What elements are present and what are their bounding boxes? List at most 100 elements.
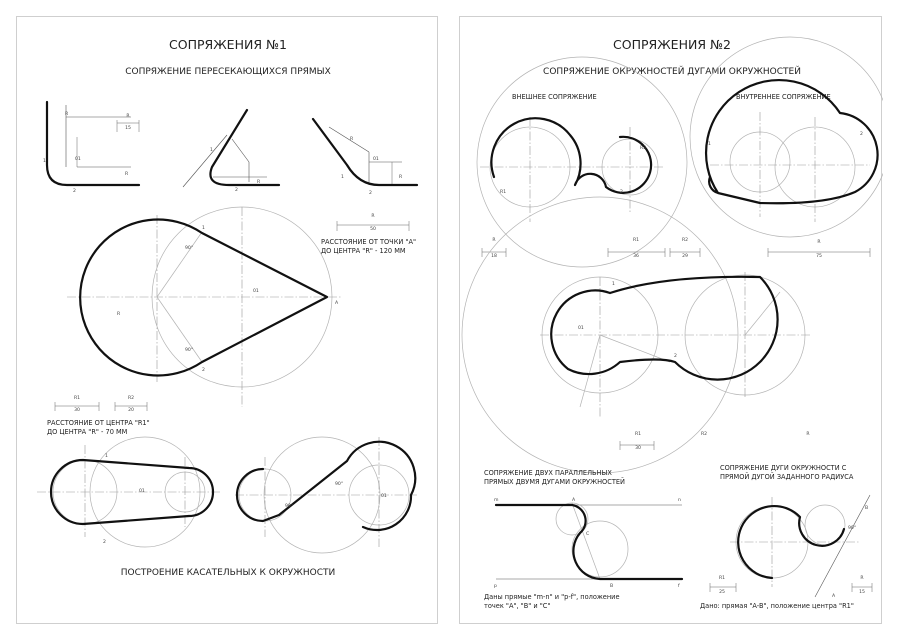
main-label-r: R: [117, 311, 121, 317]
dim-arc-r-label: R: [860, 575, 864, 581]
main-label-2: 2: [202, 367, 205, 373]
label-o1: 01: [75, 156, 81, 162]
obtuse-label-o1: 01: [373, 156, 379, 162]
note-r1-line1: РАССТОЯНИЕ ОТ ЦЕНТРА "R1": [47, 419, 150, 427]
cross-label-o1: 01: [381, 493, 387, 499]
main-label-90-bottom: 90°: [185, 347, 193, 353]
arc-label-90: 90°: [848, 525, 856, 531]
given-lines-2: точек "А", "В" и "С": [484, 602, 550, 610]
arc-label-b: B: [865, 505, 868, 511]
internal-tangent: 90° 90° 01: [235, 436, 417, 554]
dim-big-r: R 50: [336, 213, 410, 232]
dim-arc-r1-value: 25: [719, 589, 725, 595]
obtuse-label-r: R: [399, 174, 403, 180]
arc-dims: R1 25 R 15: [709, 575, 873, 595]
label-2: 2: [73, 188, 76, 194]
obtuse-label-2: 2: [369, 190, 372, 196]
note-a-line2: ДО ЦЕНТРА "R" - 120 ММ: [321, 247, 406, 255]
par-label-n: n: [678, 498, 681, 503]
arc-label-a: A: [832, 593, 836, 599]
par-label-p: p: [494, 584, 497, 589]
dim-r-label: R: [126, 113, 130, 119]
fillet-right-angle: R 01 1 2 R R 15: [43, 100, 141, 194]
parallel-line2: ПРЯМЫХ ДВУМЯ ДУГАМИ ОКРУЖНОСТЕЙ: [484, 477, 625, 486]
dim-big-r-value: 50: [370, 226, 376, 232]
dim-r2-label: R2: [128, 395, 134, 401]
left-sheet-drawing: СОПРЯЖЕНИЯ №1 СОПРЯЖЕНИЕ ПЕРЕСЕКАЮЩИХСЯ …: [37, 37, 419, 578]
note-r1-line2: ДО ЦЕНТРА "R" - 70 ММ: [47, 428, 128, 436]
dim-mid-r-label: R: [806, 431, 810, 437]
right-title: СОПРЯЖЕНИЯ №2: [613, 37, 731, 52]
acute-label-2: 2: [235, 187, 238, 193]
belt-label-1: 1: [105, 453, 108, 459]
tangent-from-point: 1 2 A 01 R 90° 90°: [67, 206, 342, 407]
dim-r1-value: 30: [74, 407, 80, 413]
dim-int-r-label: R: [817, 239, 821, 245]
par-label-c: C: [586, 531, 589, 537]
given-lines-1: Даны прямые "m-n" и "p-f", положение: [484, 593, 620, 601]
given-arc: Дано: прямая "A-B", положение центра "R1…: [700, 602, 854, 610]
dim-r1-r2: R1 30 R2 20: [54, 395, 148, 413]
internal-label: ВНУТРЕННЕЕ СОПРЯЖЕНИЕ: [736, 93, 831, 101]
fillet-obtuse-angle: 01 1 2 R R: [311, 117, 419, 196]
left-title: СОПРЯЖЕНИЯ №1: [169, 37, 287, 52]
obtuse-label-1: 1: [341, 174, 344, 180]
ext-label-r2: R2: [640, 145, 646, 151]
top-dims-row: R 18 R1 36 R2 29 R 75: [481, 237, 871, 259]
cross-label-90-b: 90°: [335, 481, 343, 487]
external-coupling: R1 R2 2: [476, 56, 688, 268]
int-label-2: 2: [860, 131, 863, 137]
main-label-o1: 01: [253, 288, 259, 294]
fillet-acute-angle: 1 2 R: [182, 108, 281, 193]
dim-ext-r1-value: 36: [633, 253, 639, 259]
label-r-inner: R: [125, 171, 129, 177]
par-label-a: A: [572, 497, 576, 503]
dim-mid-r1-value: 30: [635, 445, 641, 451]
cross-label-90-a: 90°: [285, 503, 293, 509]
label-1: 1: [43, 158, 46, 164]
s-label-o1: 01: [578, 325, 584, 331]
dim-int-r-value: 75: [816, 253, 822, 259]
dim-ext-r-value: 18: [491, 253, 497, 259]
right-sheet-drawing: СОПРЯЖЕНИЯ №2 СОПРЯЖЕНИЕ ОКРУЖНОСТЕЙ ДУГ…: [461, 36, 891, 610]
par-label-f: f: [678, 583, 680, 589]
s-curve-coupling: 1 2 01: [461, 196, 810, 474]
sheet-left: СОПРЯЖЕНИЯ №1 СОПРЯЖЕНИЕ ПЕРЕСЕКАЮЩИХСЯ …: [16, 16, 438, 624]
ext-label-2: 2: [620, 189, 623, 195]
acute-label-r: R: [257, 179, 261, 185]
left-subtitle: СОПРЯЖЕНИЕ ПЕРЕСЕКАЮЩИХСЯ ПРЯМЫХ: [125, 67, 331, 77]
s-label-2: 2: [674, 353, 677, 359]
note-a-line1: РАССТОЯНИЕ ОТ ТОЧКИ "А": [321, 238, 416, 246]
mid-dims-row: R1 30 R2 R: [619, 431, 810, 451]
label-r: R: [65, 111, 69, 117]
ext-label-r1: R1: [500, 189, 506, 195]
s-label-1: 1: [612, 281, 615, 287]
main-label-1: 1: [202, 225, 205, 231]
belt-label-o1: 01: [139, 488, 145, 494]
external-tangent-belt: 1 2 01: [37, 436, 222, 548]
acute-label-1: 1: [210, 147, 213, 153]
belt-label-2: 2: [103, 539, 106, 545]
dim-ext-r2-label: R2: [682, 237, 688, 243]
arc-line1: СОПРЯЖЕНИЕ ДУГИ ОКРУЖНОСТИ С: [720, 464, 847, 472]
dim-ext-r-label: R: [492, 237, 496, 243]
parallel-line1: СОПРЯЖЕНИЕ ДВУХ ПАРАЛЛЕЛЬНЫХ: [484, 469, 612, 477]
dim-arc-r-value: 15: [859, 589, 865, 595]
arc-line2: ПРЯМОЙ ДУГОЙ ЗАДАННОГО РАДИУСА: [720, 472, 854, 481]
arc-line-coupling: A B 90°: [730, 494, 871, 599]
par-label-m: m: [494, 498, 499, 503]
par-label-b: B: [610, 583, 613, 589]
dim-big-r-label: R: [371, 213, 375, 219]
obtuse-label-r2: R: [350, 136, 354, 142]
dim-ext-r2-value: 29: [682, 253, 688, 259]
dim-arc-r1-label: R1: [719, 575, 725, 581]
external-label: ВНЕШНЕЕ СОПРЯЖЕНИЕ: [512, 93, 597, 101]
dim-mid-r2-label: R2: [701, 431, 707, 437]
sheet-right: СОПРЯЖЕНИЯ №2 СОПРЯЖЕНИЕ ОКРУЖНОСТЕЙ ДУГ…: [459, 16, 891, 624]
int-label-1: 1: [708, 141, 711, 147]
dim-r2-value: 20: [128, 407, 134, 413]
main-label-90-top: 90°: [185, 245, 193, 251]
right-subtitle: СОПРЯЖЕНИЕ ОКРУЖНОСТЕЙ ДУГАМИ ОКРУЖНОСТЕ…: [543, 65, 801, 77]
parallel-coupling: m n p f A B C: [494, 497, 684, 589]
main-label-a: A: [335, 300, 339, 306]
